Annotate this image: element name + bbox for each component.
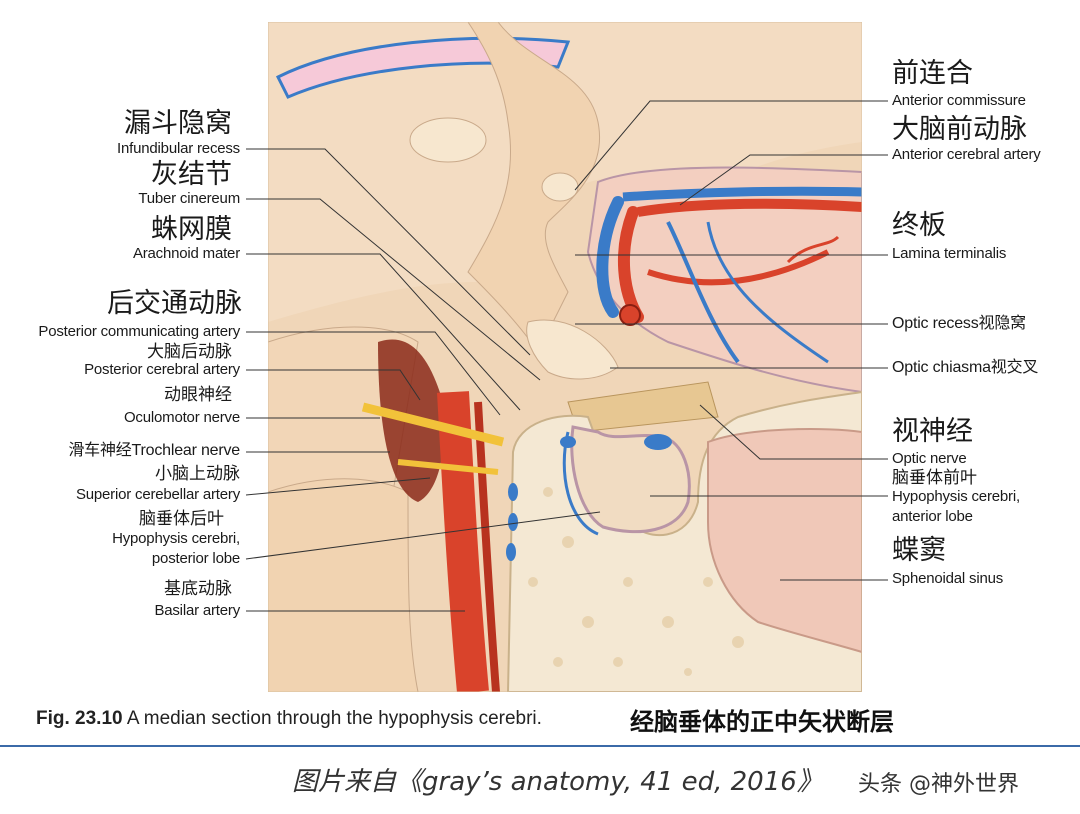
label-optic-nerve-zh: 视神经 [892,416,973,447]
label-trochlear-nerve: 滑车神经Trochlear nerve [68,442,240,459]
label-posterior-lobe-en2: posterior lobe [151,550,240,567]
label-basilar-artery-en: Basilar artery [154,602,240,619]
label-infundibular-recess-en: Infundibular recess [117,140,240,157]
label-posterior-cerebral-artery-en: Posterior cerebral artery [84,361,240,378]
label-lamina-terminalis-en: Lamina terminalis [892,245,1007,262]
label-sphenoidal-sinus-en: Sphenoidal sinus [892,570,1004,587]
label-arachnoid-mater-zh: 蛛网膜 [151,214,232,245]
source-credit: 图片来自《gray’s anatomy, 41 ed, 2016》 [292,767,823,797]
label-lamina-terminalis-zh: 终板 [892,210,946,241]
label-anterior-lobe-en: Hypophysis cerebri, [892,488,1020,505]
figure-caption: Fig. 23.10 A median section through the … [36,708,542,730]
label-posterior-lobe-zh: 脑垂体后叶 [139,509,224,529]
label-tuber-cinereum-en: Tuber cinereum [138,190,240,207]
label-anterior-lobe-zh: 脑垂体前叶 [892,468,977,488]
label-posterior-communicating-artery-en: Posterior communicating artery [38,323,240,340]
label-posterior-communicating-artery-zh: 后交通动脉 [107,288,242,319]
divider-rule [0,745,1080,747]
label-optic-nerve-en: Optic nerve [892,450,967,467]
figure-number: Fig. 23.10 [36,708,123,729]
label-anterior-commissure-zh: 前连合 [892,58,973,89]
label-anterior-cerebral-artery-zh: 大脑前动脉 [892,114,1027,145]
label-basilar-artery-zh: 基底动脉 [164,579,232,599]
label-optic-recess: Optic recess视隐窝 [892,315,1026,332]
label-infundibular-recess-zh: 漏斗隐窝 [124,108,232,139]
anatomy-illustration [268,22,862,692]
figure-caption-zh: 经脑垂体的正中矢状断层 [630,708,894,736]
label-oculomotor-nerve-zh: 动眼神经 [164,385,232,405]
label-oculomotor-nerve-en: Oculomotor nerve [123,409,240,426]
label-optic-chiasma: Optic chiasma视交叉 [892,359,1039,376]
watermark: 头条 @神外世界 [858,772,1019,797]
label-tuber-cinereum-zh: 灰结节 [151,159,232,190]
label-anterior-commissure-en: Anterior commissure [892,92,1026,109]
label-posterior-lobe-en: Hypophysis cerebri, [112,530,240,547]
figure-caption-text: A median section through the hypophysis … [122,708,542,729]
label-posterior-cerebral-artery-zh: 大脑后动脉 [147,342,232,362]
label-arachnoid-mater-en: Arachnoid mater [132,245,240,262]
label-sphenoidal-sinus-zh: 蝶窦 [892,535,946,566]
label-superior-cerebellar-artery-zh: 小脑上动脉 [155,464,240,484]
label-anterior-cerebral-artery-en: Anterior cerebral artery [892,146,1041,163]
label-anterior-lobe-en2: anterior lobe [892,508,973,525]
label-superior-cerebellar-artery-en: Superior cerebellar artery [75,486,240,503]
